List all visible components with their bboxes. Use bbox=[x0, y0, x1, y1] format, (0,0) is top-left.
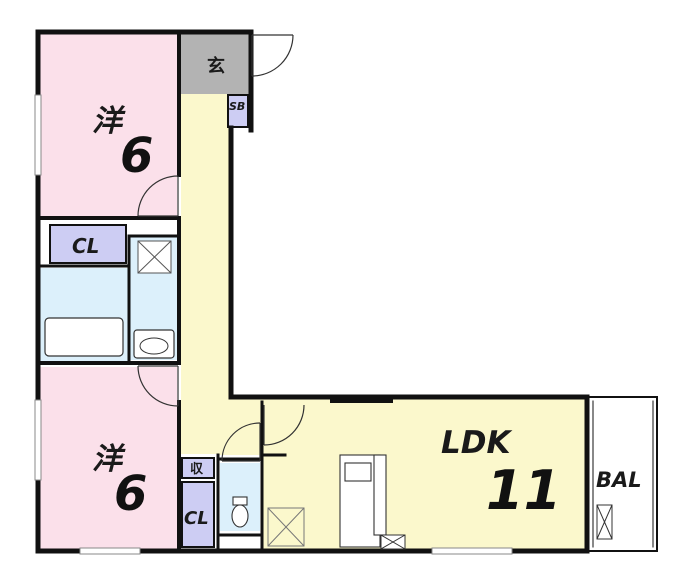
washbasin-bowl bbox=[139, 337, 169, 355]
kitchen-vent bbox=[380, 534, 406, 550]
room-bottom-type-label: 洋 bbox=[92, 442, 126, 477]
closet-top-label: CL bbox=[72, 234, 99, 258]
closet-bottom bbox=[181, 481, 215, 548]
entrance-label: 玄 bbox=[207, 55, 225, 77]
room-top-size-label: 6 bbox=[120, 128, 153, 184]
ldk-type-label: LDK bbox=[441, 425, 512, 461]
corridor-and-ldk-floor bbox=[181, 94, 585, 549]
windows bbox=[34, 94, 513, 555]
balcony-label: BAL bbox=[596, 468, 642, 492]
closet-bottom-label: CL bbox=[184, 508, 209, 529]
entrance-floor bbox=[181, 32, 249, 94]
western-room-bottom bbox=[40, 367, 177, 549]
ldk-size-label: 11 bbox=[486, 459, 561, 522]
closet-top bbox=[49, 224, 127, 264]
bathtub bbox=[44, 317, 124, 357]
door-swings bbox=[137, 34, 305, 462]
balcony-outdoor-unit bbox=[596, 504, 613, 540]
room-top-type-label: 洋 bbox=[92, 104, 126, 139]
shoe-box-label: SB bbox=[229, 100, 245, 113]
washing-machine-pan bbox=[137, 240, 172, 274]
storage-label: 収 bbox=[190, 462, 204, 477]
corridor-lower bbox=[181, 402, 217, 454]
refrigerator-space bbox=[267, 507, 305, 547]
storage-small bbox=[181, 457, 215, 479]
kitchen-counter bbox=[339, 454, 387, 548]
toilet-fixture bbox=[231, 496, 249, 528]
western-room-top bbox=[40, 32, 177, 218]
room-bottom-size-label: 6 bbox=[114, 466, 147, 522]
shoe-box bbox=[227, 94, 249, 128]
